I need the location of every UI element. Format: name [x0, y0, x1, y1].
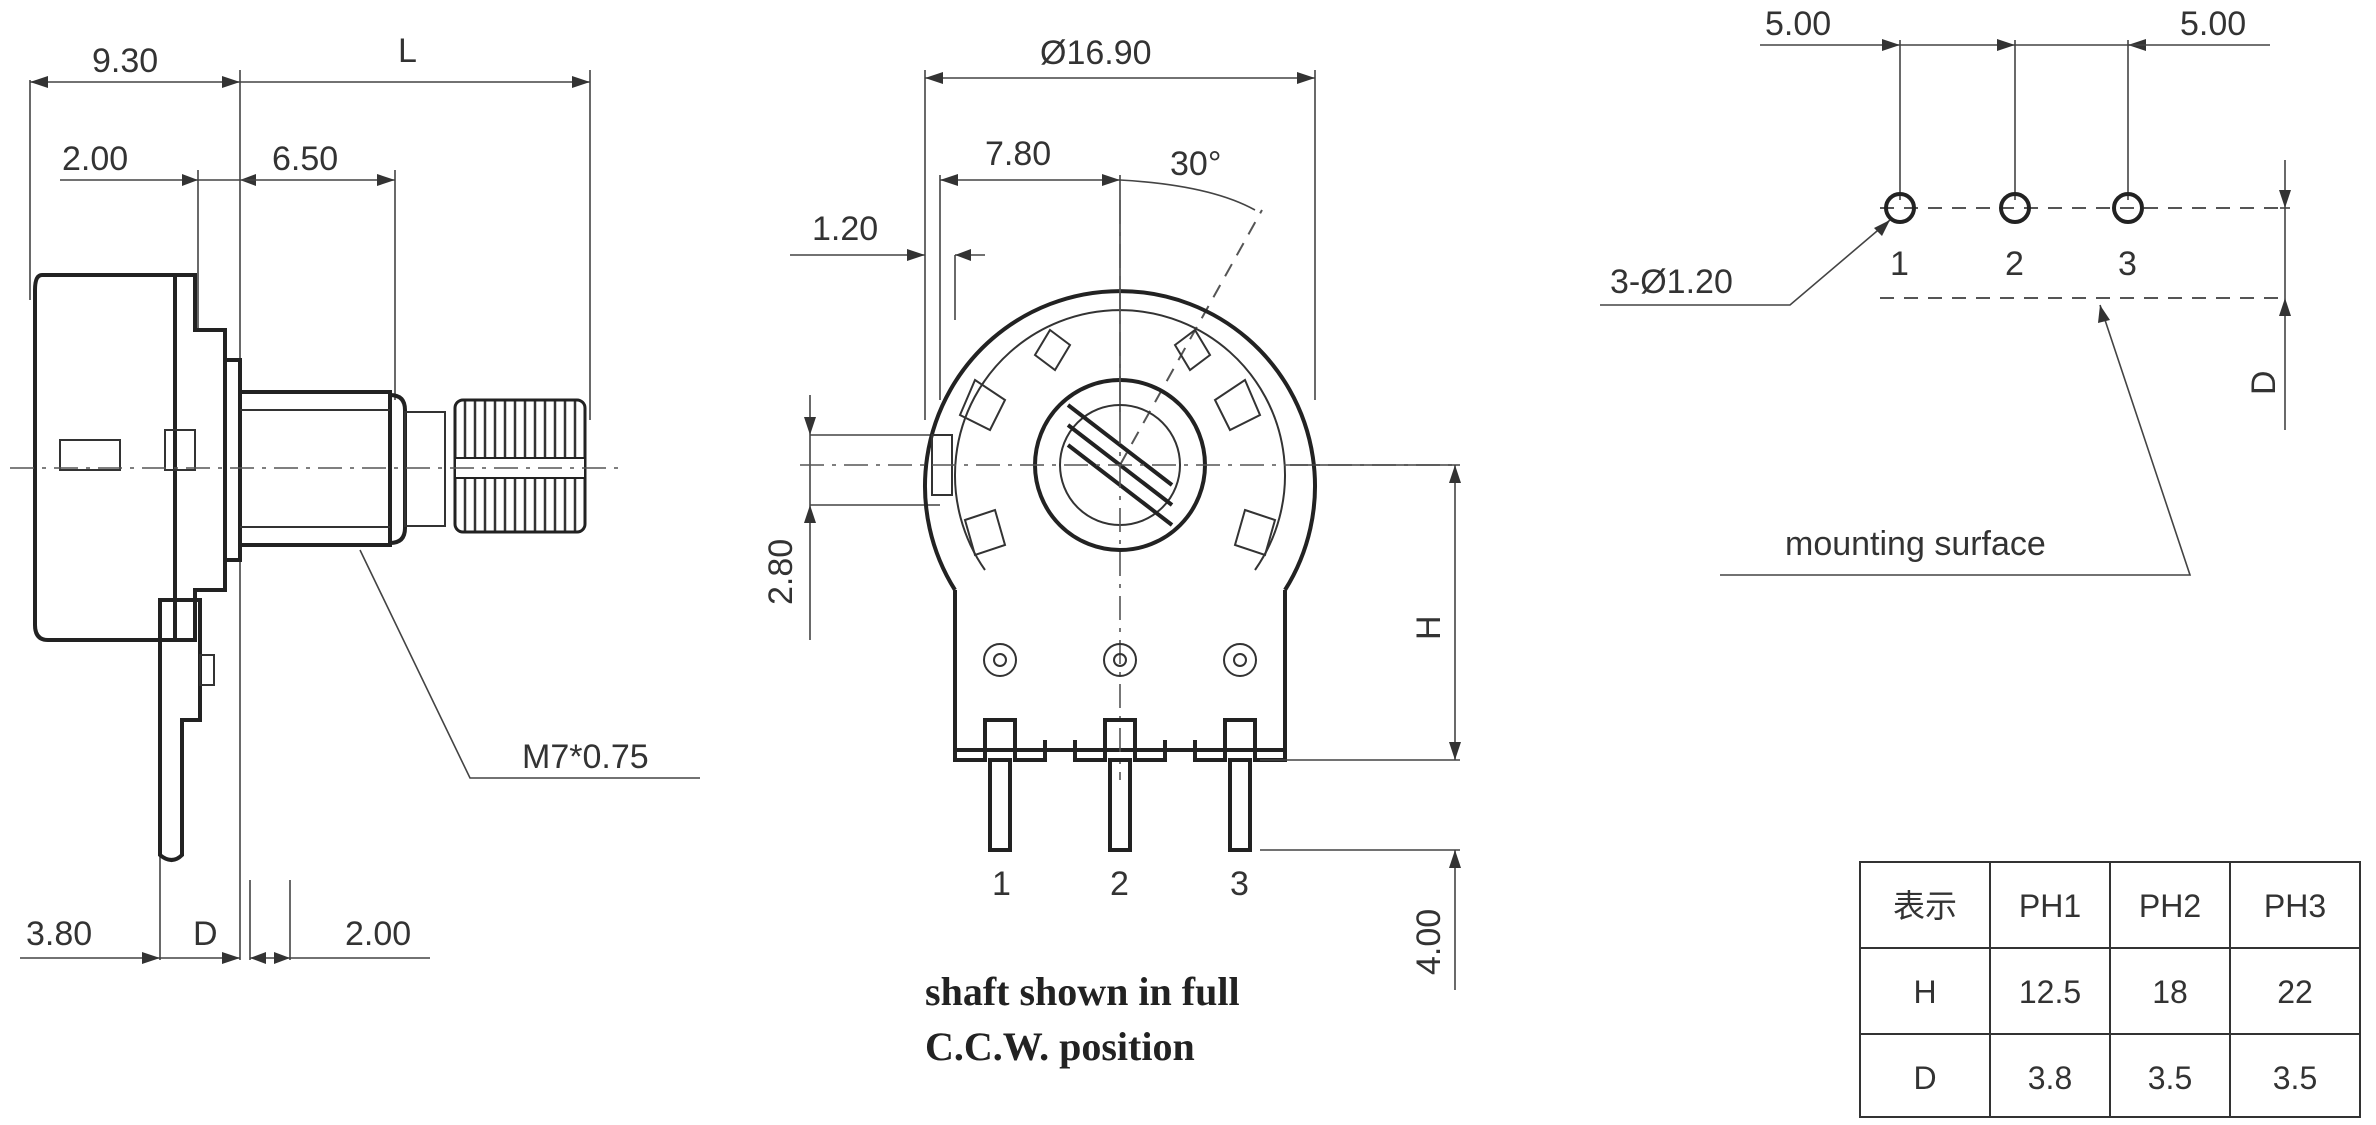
table-cell: 18: [2152, 974, 2188, 1010]
dim-bottom: 2.00: [345, 915, 411, 953]
pitch-right: 5.00: [2180, 5, 2246, 43]
dim-d: D: [193, 915, 218, 953]
table-cell: 3.8: [2028, 1060, 2072, 1096]
caption-line-2: C.C.W. position: [925, 1024, 1195, 1069]
dim-flange: 2.00: [62, 140, 128, 178]
table-cell: 3.5: [2273, 1060, 2317, 1096]
dim-terminal-offset: 3.80: [26, 915, 92, 953]
table-cell: 3.5: [2148, 1060, 2192, 1096]
dim-tab: 1.20: [812, 210, 878, 248]
table-cell: D: [1913, 1060, 1936, 1096]
pitch-left: 5.00: [1765, 5, 1831, 43]
dim-angle: 30°: [1170, 145, 1221, 183]
thread-spec: M7*0.75: [522, 738, 649, 776]
pcb-pin-3-label: 3: [2118, 245, 2137, 283]
pcb-pin-2-label: 2: [2005, 245, 2024, 283]
table-header-cell: 表示: [1893, 888, 1957, 924]
terminal-3: [1193, 643, 1287, 852]
hole-spec: 3-Ø1.20: [1610, 263, 1733, 301]
dim-overall-offset: 9.30: [92, 42, 158, 80]
terminal-1: [953, 643, 1047, 852]
side-view: 9.30 L 2.00 6.50 M7*0.: [10, 32, 700, 964]
dim-diameter: Ø16.90: [1040, 34, 1152, 72]
mounting-surface-label: mounting surface: [1785, 525, 2046, 563]
dim-slot: 2.80: [762, 539, 800, 605]
front-view: Ø16.90 7.80 30° 1.20 2.80: [762, 34, 1461, 1069]
table-cell: H: [1913, 974, 1936, 1010]
table-header-cell: PH3: [2264, 888, 2326, 924]
table-cell: 22: [2277, 974, 2313, 1010]
terminal-2: [1073, 643, 1167, 852]
dim-shaft-length: L: [398, 32, 417, 70]
table-cell: 12.5: [2019, 974, 2081, 1010]
table-header-cell: PH1: [2019, 888, 2081, 924]
table-header-cell: PH2: [2139, 888, 2201, 924]
pcb-pin-1-label: 1: [1890, 245, 1909, 283]
dim-bushing: 6.50: [272, 140, 338, 178]
pin-2-label: 2: [1110, 865, 1129, 903]
dim-pin-length: 4.00: [1410, 909, 1448, 975]
pin-1-label: 1: [992, 865, 1011, 903]
pcb-layout: 5.00 5.00 1 2 3 3-Ø1.20 D mounting surfa…: [1600, 5, 2291, 576]
pcb-dim-d: D: [2245, 370, 2283, 395]
dim-height: H: [1410, 615, 1448, 640]
dim-center-offset: 7.80: [985, 135, 1051, 173]
pin-3-label: 3: [1230, 865, 1249, 903]
caption-line-1: shaft shown in full: [925, 969, 1240, 1014]
